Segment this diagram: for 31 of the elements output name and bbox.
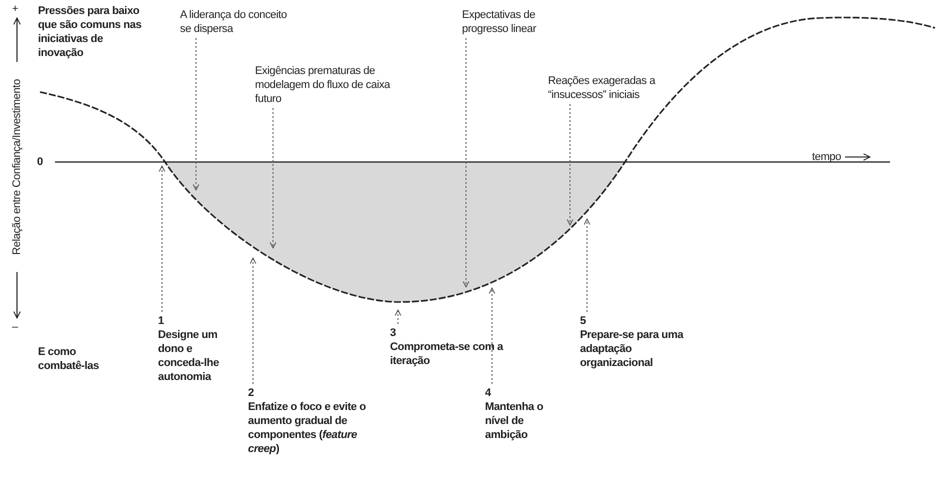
step-text: Enfatize o foco e evite o aumento gradual de componentes (feature creep) xyxy=(248,400,367,456)
leader-line xyxy=(250,258,256,384)
leader-line xyxy=(488,288,496,384)
axis-sign: + xyxy=(12,2,20,16)
heading-text: E como combatê-las xyxy=(38,345,100,373)
axis-sign: – xyxy=(12,320,20,334)
step-number: 4 xyxy=(485,386,491,400)
step-text: Comprometa-se com a iteração xyxy=(390,340,504,368)
step-text: Mantenha o nível de ambição xyxy=(485,400,544,442)
step-text: Prepare-se para uma adaptação organizacional xyxy=(580,328,684,370)
annotation-text: A liderança do conceito se dispersa xyxy=(180,8,290,36)
leader-line xyxy=(158,166,166,312)
annotation-text: Reações exageradas a “insucessos” iniciais xyxy=(548,74,678,102)
leader-line xyxy=(462,38,470,288)
leader-line xyxy=(192,38,200,190)
heading-text: Pressões para baixo que são comuns nas iniciativas de inovação xyxy=(38,4,142,60)
step-text: Designe um dono e conceda-lhe autonomia xyxy=(158,328,220,384)
leader-line xyxy=(394,310,402,324)
axis-label: Relação entre Confiança/Investimento xyxy=(10,79,24,255)
leader-line xyxy=(584,218,590,312)
annotation-text: Exigências prematuras de modelagem do fluxo de caixa futuro xyxy=(255,64,415,106)
axis-tick-label: 0 xyxy=(37,155,44,169)
leader-line xyxy=(270,108,276,248)
step-number: 2 xyxy=(248,386,254,400)
annotation-text: Expectativas de progresso linear xyxy=(462,8,577,36)
step-number: 1 xyxy=(158,314,164,328)
step-number: 3 xyxy=(390,326,396,340)
leader-line xyxy=(566,104,574,226)
step-number: 5 xyxy=(580,314,586,328)
shaded-area xyxy=(165,162,625,302)
axis-label: tempo xyxy=(812,150,842,164)
